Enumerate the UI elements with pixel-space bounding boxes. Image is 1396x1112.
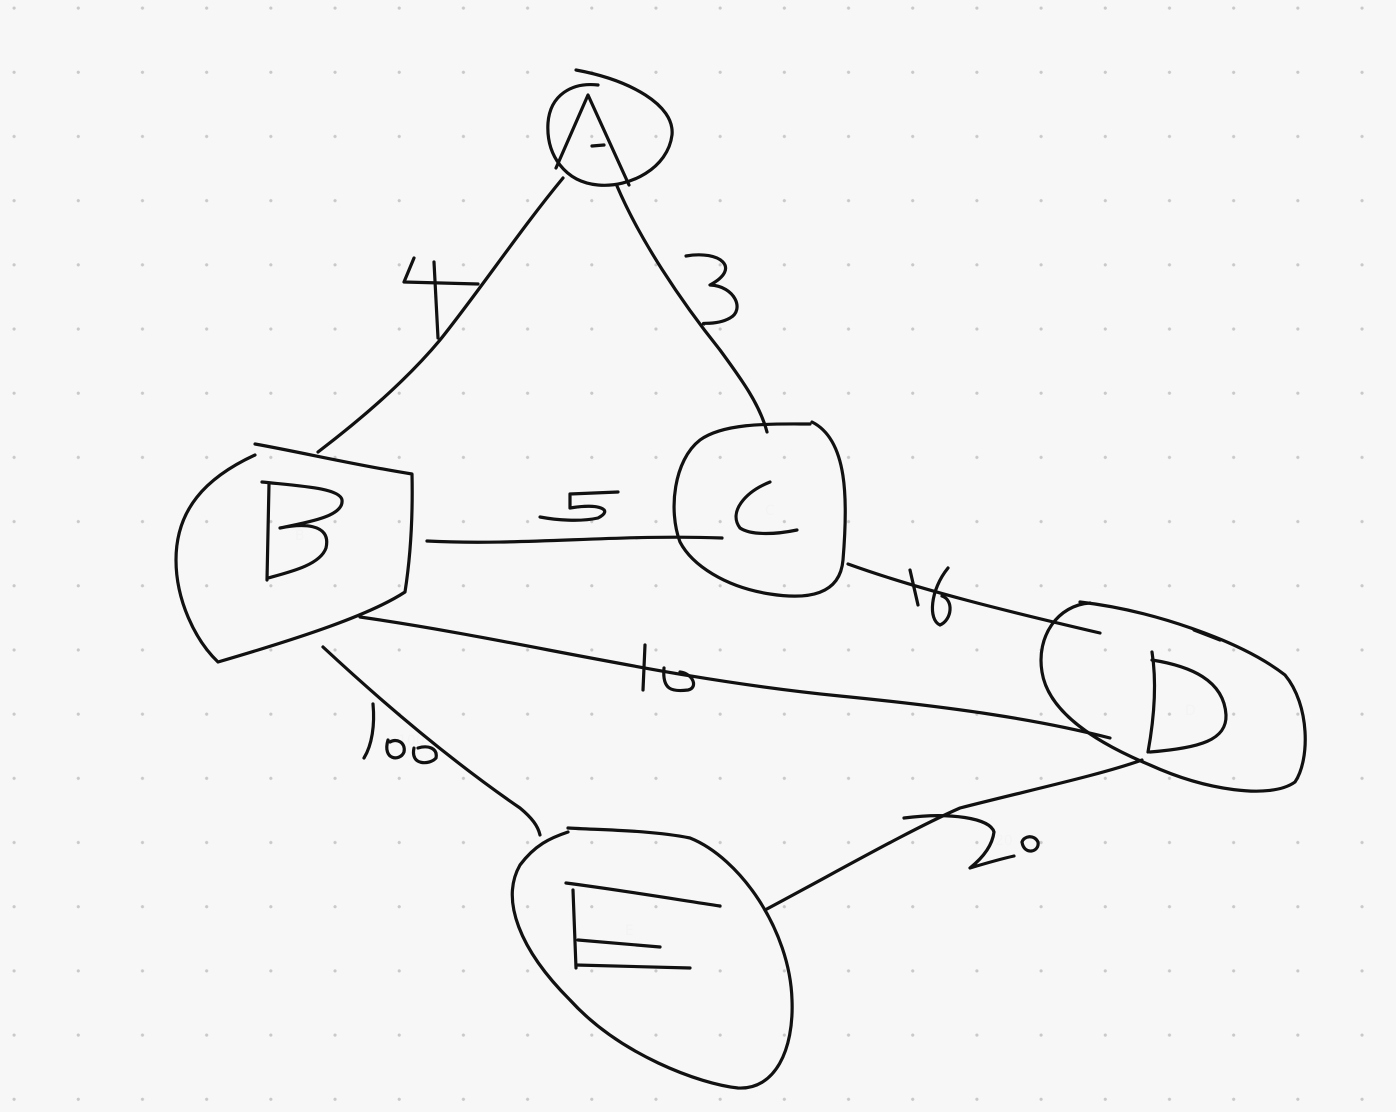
edge-c-d-weight: 16	[928, 588, 946, 604]
weight-e-d	[902, 814, 1040, 870]
node-b-label: B	[295, 528, 305, 544]
node-c-label: C	[765, 503, 775, 519]
weight-a-c	[684, 253, 739, 326]
node-c-shape	[672, 420, 847, 598]
node-e-letter	[564, 881, 722, 970]
edges	[316, 176, 1144, 912]
edge-a-c	[615, 184, 769, 434]
edge-e-d	[763, 758, 1144, 912]
weight-a-b	[402, 256, 480, 340]
edge-b-e-weight: 100	[398, 733, 425, 749]
node-d-letter	[1146, 628, 1228, 754]
node-b-shape	[174, 442, 414, 664]
edge-a-b	[316, 176, 565, 454]
node-a-circle	[546, 68, 674, 187]
node-b-letter	[260, 480, 344, 582]
edge-a-b-weight: 4	[430, 288, 439, 304]
weight-b-e	[362, 702, 438, 765]
edge-b-d-weight: 10	[665, 668, 683, 684]
weight-b-c	[538, 490, 620, 522]
edge-c-d	[846, 562, 1102, 635]
edge-b-e	[321, 645, 542, 837]
weight-c-d	[908, 566, 952, 627]
edge-b-d	[358, 615, 1112, 740]
node-e-shape	[510, 826, 794, 1090]
edge-b-c	[425, 535, 724, 544]
edge-weights	[362, 253, 1040, 870]
edge-b-c-weight: 5	[578, 496, 587, 512]
node-c-letter	[734, 480, 799, 536]
node-d-shape	[1039, 600, 1307, 793]
node-d-label: D	[1185, 703, 1196, 719]
node-e-label: E	[625, 923, 634, 939]
label-text-layer: A B C D E 4 3 5 16 10 100 20	[295, 138, 1196, 939]
node-letters	[260, 93, 1228, 970]
edge-a-c-weight: 3	[712, 278, 721, 294]
weight-b-d	[641, 643, 696, 693]
node-a-letter	[554, 93, 631, 187]
node-a-label: A	[600, 138, 610, 154]
edge-e-d-weight: 20	[995, 833, 1013, 849]
node-shapes	[174, 68, 1307, 1090]
